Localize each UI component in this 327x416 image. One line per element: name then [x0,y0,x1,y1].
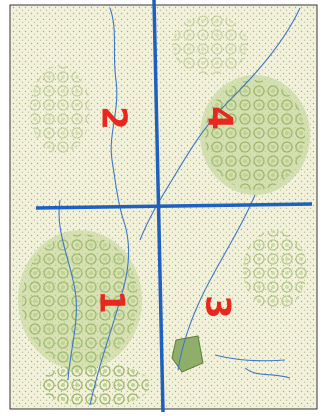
quadrant-grid [35,0,313,413]
quadrant-label-3: 3 [198,295,238,319]
vegetation-areas [18,15,310,407]
quadrant-label-4: 4 [200,106,240,130]
grid-line-horizontal [35,202,313,210]
quadrant-label-1: 1 [92,290,132,314]
quadrant-label-2: 2 [94,106,134,130]
